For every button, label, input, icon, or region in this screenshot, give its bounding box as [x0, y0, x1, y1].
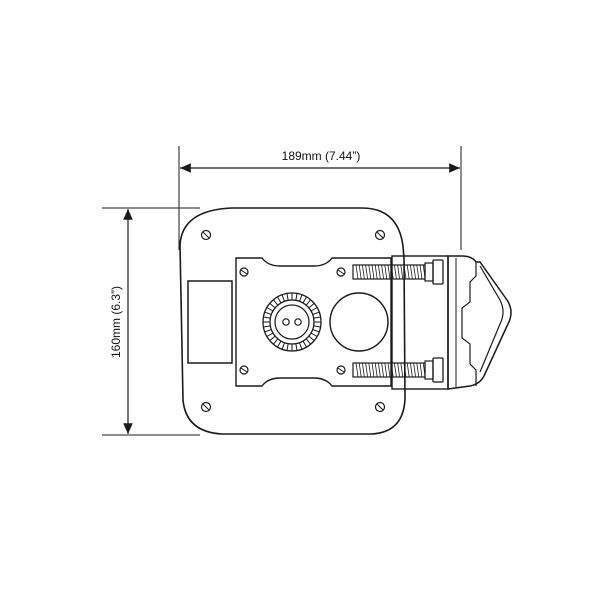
inner-plate	[235, 257, 392, 387]
housing-screw-top-left	[200, 229, 212, 241]
connector-pin-right	[294, 318, 302, 326]
threaded-rod-top	[352, 259, 444, 285]
height-dimension: 160mm (6.3”)	[102, 207, 200, 436]
connector-pin-left	[282, 318, 290, 326]
threaded-rod-bottom	[352, 357, 444, 383]
clamp-jaw-ridge	[479, 265, 504, 373]
housing-screw-top-right	[374, 229, 386, 241]
bracket-plate	[391, 255, 449, 390]
housing-screw-bottom-right	[374, 401, 386, 413]
plate-screw-top-right	[336, 267, 346, 277]
width-label: 189mm (7.44”)	[282, 149, 361, 163]
width-dimension: 189mm (7.44”)	[178, 146, 462, 250]
knurled-connector	[262, 292, 322, 352]
plate-screw-bottom-right	[336, 365, 346, 375]
housing-outline	[179, 207, 406, 435]
plate-screw-bottom-left	[239, 365, 249, 375]
knurl-teeth	[263, 293, 321, 351]
side-slot	[187, 280, 233, 364]
plate-screw-top-left	[239, 267, 249, 277]
height-label: 160mm (6.3”)	[109, 286, 123, 358]
round-lens	[329, 292, 389, 352]
clamp-jaw	[447, 255, 512, 390]
clamp-jaw-inner	[461, 262, 477, 386]
housing-screw-bottom-left	[200, 401, 212, 413]
